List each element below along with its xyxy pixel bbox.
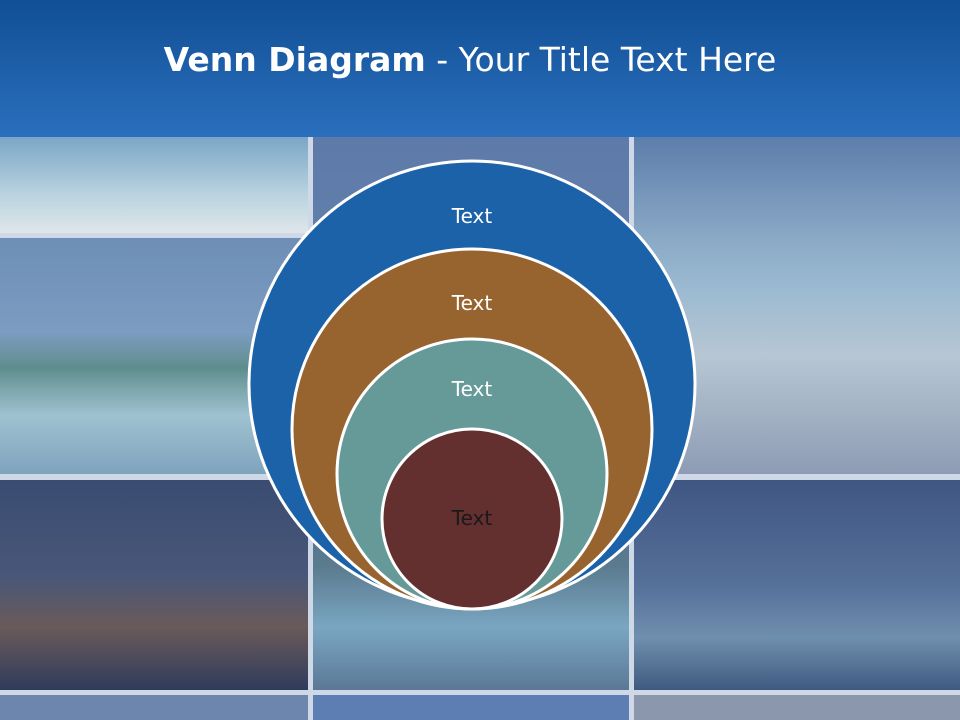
venn-label-inner: Text [451,506,493,530]
slide-title: Venn Diagram - Your Title Text Here [0,40,940,79]
venn-circle-inner [380,427,564,611]
slide-title-rest: - Your Title Text Here [425,40,777,79]
title-bar: Venn Diagram - Your Title Text Here [0,0,960,137]
collage-photo-bottom-mid [313,695,629,720]
slide-title-bold: Venn Diagram [163,40,426,79]
collage-photo-bottom-right [634,695,960,720]
collage-photo-bottom-left [0,695,308,720]
venn-label-third: Text [451,377,493,401]
venn-label-second: Text [451,291,493,315]
collage-photo-beach [0,137,308,233]
collage-photo-palms-night [634,480,960,690]
venn-label-outer: Text [451,204,493,228]
collage-photo-night-restaurant [0,480,308,690]
